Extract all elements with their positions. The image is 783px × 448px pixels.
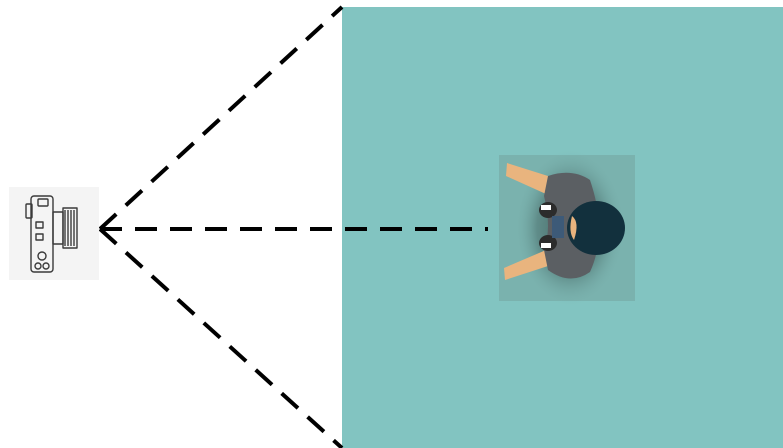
camera-icon (9, 187, 99, 280)
fov-upper-edge-line (98, 5, 344, 231)
sight-lines (98, 5, 488, 448)
fov-lower-edge-line (98, 227, 344, 448)
person-top-view-icon (499, 150, 635, 306)
